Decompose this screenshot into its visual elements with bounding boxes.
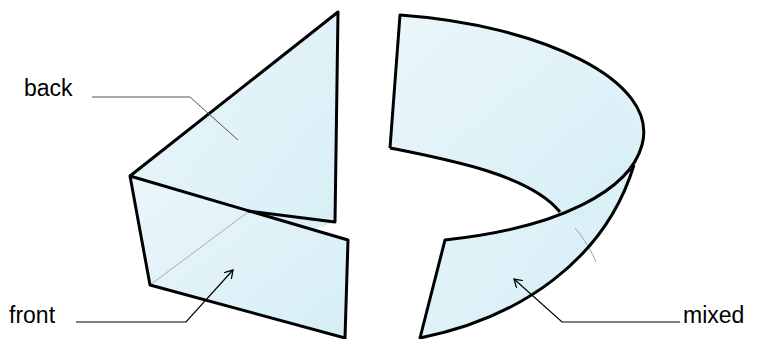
part-label: front	[9, 304, 55, 327]
back-outline	[130, 12, 338, 222]
leader-arrow	[76, 270, 233, 322]
front-panel	[130, 176, 348, 338]
hidden-edge	[150, 212, 248, 285]
front-outline	[130, 176, 348, 338]
part-label: back	[24, 77, 73, 100]
leader-arrow	[514, 279, 680, 322]
band-inner	[390, 15, 636, 225]
part-label: mixed	[683, 304, 744, 327]
leader-line	[92, 97, 238, 140]
band-inner-edge	[390, 148, 560, 212]
band-outline	[390, 15, 644, 338]
